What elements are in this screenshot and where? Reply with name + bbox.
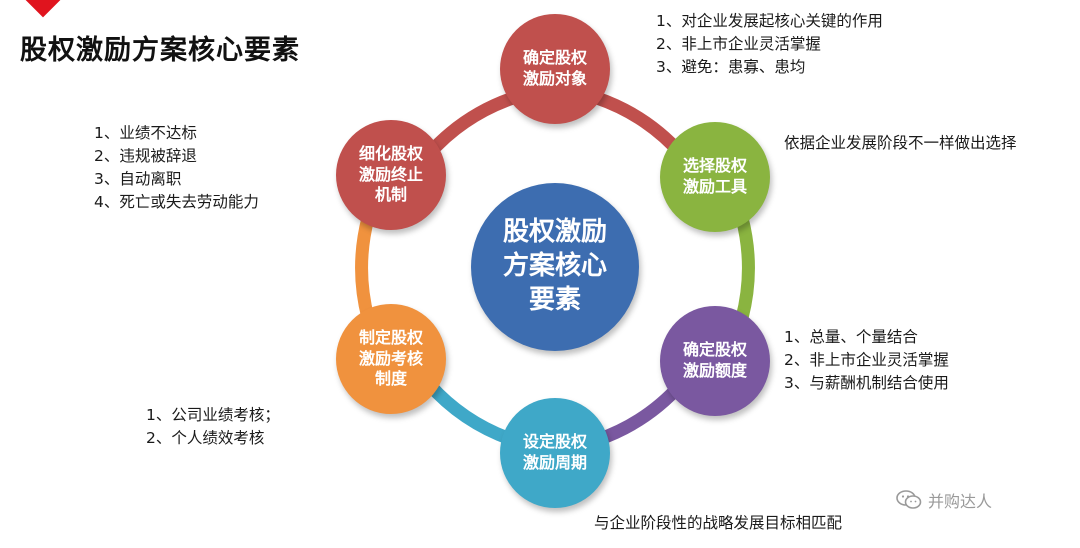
watermark-text: 并购达人 bbox=[928, 492, 993, 511]
note-line: 2、违规被辞退 bbox=[94, 147, 197, 165]
node-incentive-target: 确定股权 激励对象 bbox=[500, 14, 610, 124]
node-label: 制定股权 激励考核 制度 bbox=[358, 327, 423, 389]
center-label: 股权激励 方案核心 要素 bbox=[502, 217, 607, 315]
note-line: 1、业绩不达标 bbox=[94, 124, 197, 142]
note-line: 2、非上市企业灵活掌握 bbox=[656, 35, 821, 53]
note-amount: 1、总量、个量结合 2、非上市企业灵活掌握 3、与薪酬机制结合使用 bbox=[784, 326, 949, 395]
node-label: 确定股权 激励额度 bbox=[682, 340, 747, 380]
note-line: 2、个人绩效考核 bbox=[146, 429, 265, 447]
note-line: 1、总量、个量结合 bbox=[784, 328, 918, 346]
node-assessment-system: 制定股权 激励考核 制度 bbox=[336, 304, 446, 414]
note-line: 1、公司业绩考核； bbox=[146, 406, 280, 424]
note-line: 3、自动离职 bbox=[94, 170, 182, 188]
note-line: 1、对企业发展起核心关键的作用 bbox=[656, 12, 883, 30]
center-node: 股权激励 方案核心 要素 bbox=[471, 183, 639, 351]
note-cycle: 与企业阶段性的战略发展目标相匹配 bbox=[594, 512, 842, 535]
note-line: 2、非上市企业灵活掌握 bbox=[784, 351, 949, 369]
note-assessment: 1、公司业绩考核； 2、个人绩效考核 bbox=[146, 404, 280, 450]
node-label: 确定股权 激励对象 bbox=[522, 48, 587, 88]
note-line: 4、死亡或失去劳动能力 bbox=[94, 193, 259, 211]
note-line: 依据企业发展阶段不一样做出选择 bbox=[784, 134, 1017, 152]
note-line: 3、避免：患寡、患均 bbox=[656, 58, 806, 76]
arc-termination-target bbox=[423, 91, 516, 160]
node-termination-mechanism: 细化股权 激励终止 机制 bbox=[336, 120, 446, 230]
arc-cycle-assessment bbox=[423, 378, 516, 447]
node-incentive-tool: 选择股权 激励工具 bbox=[660, 122, 770, 232]
watermark: 并购达人 bbox=[896, 488, 992, 512]
wechat-icon bbox=[896, 490, 922, 509]
node-label: 细化股权 激励终止 机制 bbox=[358, 143, 423, 205]
node-incentive-cycle: 设定股权 激励周期 bbox=[500, 398, 610, 508]
note-target: 1、对企业发展起核心关键的作用 2、非上市企业灵活掌握 3、避免：患寡、患均 bbox=[656, 10, 883, 79]
note-tool: 依据企业发展阶段不一样做出选择 bbox=[784, 132, 1017, 155]
note-termination: 1、业绩不达标 2、违规被辞退 3、自动离职 4、死亡或失去劳动能力 bbox=[94, 122, 259, 214]
node-incentive-amount: 确定股权 激励额度 bbox=[660, 306, 770, 416]
arc-assessment-termination bbox=[355, 216, 375, 320]
node-label: 设定股权 激励周期 bbox=[522, 432, 587, 472]
node-label: 选择股权 激励工具 bbox=[682, 156, 747, 196]
note-line: 3、与薪酬机制结合使用 bbox=[784, 374, 949, 392]
arc-tool-amount bbox=[735, 216, 755, 320]
page-title: 股权激励方案核心要素 bbox=[20, 35, 300, 66]
note-line: 与企业阶段性的战略发展目标相匹配 bbox=[594, 514, 843, 532]
